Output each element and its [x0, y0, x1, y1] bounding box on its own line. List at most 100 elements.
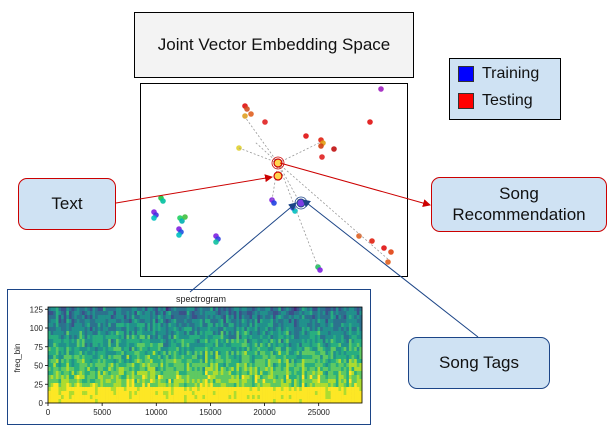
spectrogram-cell	[301, 331, 305, 336]
spectrogram-cell	[246, 399, 250, 404]
spectrogram-cell	[309, 399, 313, 404]
spectrogram-cell	[110, 343, 114, 348]
spectrogram-cell	[173, 363, 177, 368]
spectrogram-cell	[160, 307, 164, 312]
spectrogram-cell	[325, 395, 329, 400]
spectrogram-cell	[176, 335, 180, 340]
spectrogram-cell	[322, 359, 326, 364]
spectrogram-cell	[239, 347, 242, 352]
spectrogram-cell	[228, 339, 232, 344]
spectrogram-cell	[333, 311, 337, 316]
spectrogram-cell	[176, 311, 180, 316]
spectrogram-cell	[139, 331, 143, 336]
spectrogram-cell	[356, 383, 360, 388]
spectrogram-cell	[139, 315, 143, 320]
spectrogram-cell	[181, 327, 185, 332]
spectrogram-cell	[184, 311, 187, 316]
spectrogram-cell	[262, 375, 266, 380]
spectrogram-cell	[296, 355, 300, 360]
spectrogram-cell	[102, 391, 106, 396]
spectrogram-cell	[257, 351, 261, 356]
spectrogram-cell	[304, 343, 308, 348]
spectrogram-cell	[215, 383, 219, 388]
spectrogram-cell	[330, 351, 334, 356]
spectrogram-cell	[307, 399, 310, 404]
spectrogram-cell	[291, 347, 295, 352]
spectrogram-cell	[327, 323, 331, 328]
spectrogram-cell	[249, 391, 253, 396]
spectrogram-cell	[356, 355, 360, 360]
spectrogram-cell	[223, 395, 227, 400]
spectrogram-cell	[136, 359, 140, 364]
spectrogram-cell	[163, 379, 167, 384]
spectrogram-cell	[205, 319, 208, 324]
spectrogram-cell	[320, 351, 324, 356]
spectrogram-cell	[191, 395, 195, 400]
spectrogram-cell	[273, 379, 276, 384]
spectrogram-cell	[55, 331, 59, 336]
spectrogram-cell	[76, 311, 80, 316]
spectrogram-cell	[301, 339, 305, 344]
spectrogram-cell	[131, 355, 135, 360]
spectrogram-cell	[257, 339, 261, 344]
spectrogram-cell	[129, 347, 133, 352]
spectrogram-cell	[129, 351, 133, 356]
spectrogram-cell	[280, 367, 284, 372]
spectrogram-cell	[288, 383, 292, 388]
spectrogram-cell	[351, 351, 355, 356]
spectrogram-cell	[74, 367, 78, 372]
spectrogram-cell	[53, 375, 57, 380]
spectrogram-cell	[71, 387, 75, 392]
spectrogram-cell	[286, 371, 290, 376]
spectrogram-cell	[74, 395, 78, 400]
spectrogram-cell	[168, 315, 172, 320]
spectrogram-cell	[165, 307, 169, 312]
spectrogram-cell	[102, 363, 106, 368]
spectrogram-cell	[304, 347, 308, 352]
spectrogram-cell	[241, 339, 245, 344]
spectrogram-cell	[207, 395, 211, 400]
spectrogram-cell	[68, 391, 72, 396]
spectrogram-cell	[152, 323, 156, 328]
spectrogram-cell	[291, 387, 295, 392]
spectrogram-cell	[307, 311, 310, 316]
spectrogram-cell	[354, 367, 358, 372]
spectrogram-cell	[231, 359, 235, 364]
spectrogram-cell	[330, 399, 334, 404]
spectrogram-cell	[267, 311, 271, 316]
spectrogram-cell	[170, 375, 174, 380]
spectrogram-cell	[218, 355, 221, 360]
spectrogram-cell	[322, 331, 326, 336]
spectrogram-cell	[286, 315, 290, 320]
spectrogram-cell	[165, 371, 169, 376]
spectrogram-cell	[82, 339, 85, 344]
spectrogram-cell	[291, 383, 295, 388]
spectrogram-cell	[150, 367, 153, 372]
spectrogram-cell	[155, 319, 159, 324]
spectrogram-cell	[249, 387, 253, 392]
spectrogram-cell	[95, 323, 99, 328]
spectrogram-cell	[165, 323, 169, 328]
spectrogram-cell	[110, 355, 114, 360]
spectrogram-cell	[220, 375, 224, 380]
spectrogram-cell	[236, 339, 240, 344]
spectrogram-cell	[301, 391, 305, 396]
spectrogram-cell	[61, 327, 64, 332]
spectrogram-cell	[356, 391, 360, 396]
spectrogram-cell	[152, 331, 156, 336]
spectrogram-cell	[157, 347, 161, 352]
spectrogram-cell	[307, 343, 310, 348]
spectrogram-cell	[304, 311, 308, 316]
spectrogram-cell	[63, 367, 67, 372]
spectrogram-cell	[275, 379, 279, 384]
spectrogram-cell	[168, 367, 172, 372]
spectrogram-cell	[168, 307, 172, 312]
spectrogram-cell	[330, 363, 334, 368]
spectrogram-cell	[144, 331, 148, 336]
spectrogram-cell	[48, 367, 51, 372]
spectrogram-cell	[197, 327, 201, 332]
spectrogram-cell	[118, 355, 122, 360]
embedding-plot	[140, 83, 408, 277]
spectrogram-cell	[223, 375, 227, 380]
spectrogram-cell	[152, 319, 156, 324]
